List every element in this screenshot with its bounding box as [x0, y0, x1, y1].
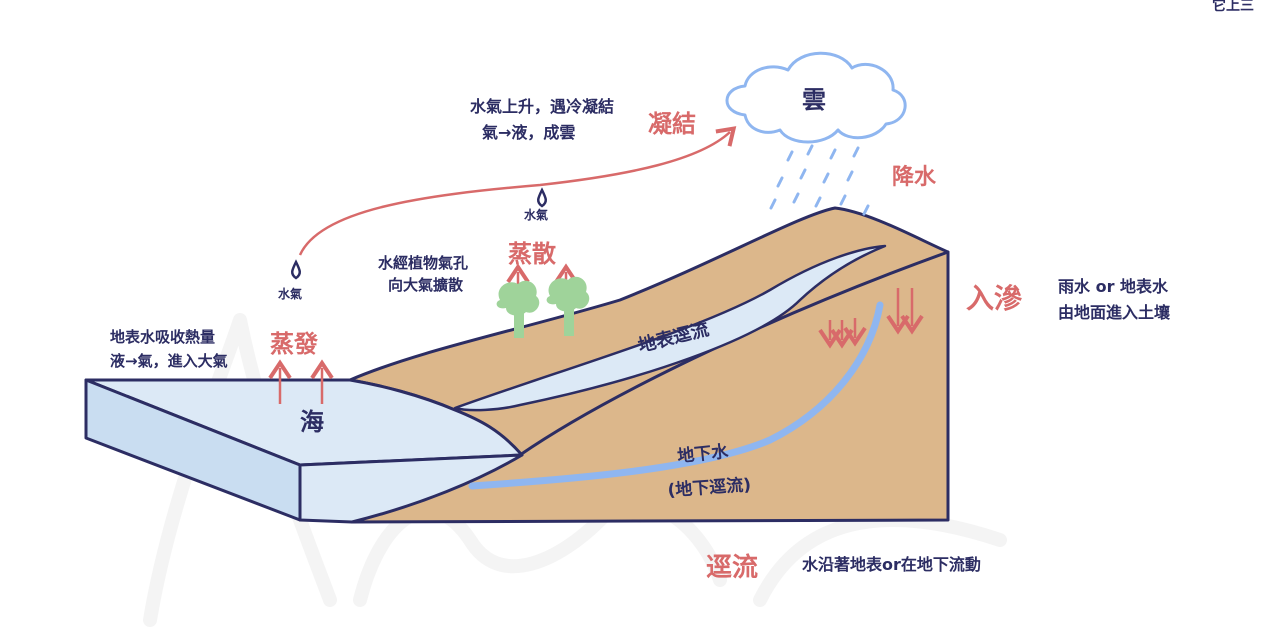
precipitation-title: 降水 — [892, 165, 937, 190]
condensation-title: 凝結 — [648, 110, 696, 138]
transpiration-desc: 水經植物氣孔 — [378, 254, 468, 272]
transpiration-title: 蒸散 — [508, 240, 556, 268]
transpiration-desc: 向大氣擴散 — [388, 276, 464, 294]
sea-side — [298, 453, 524, 524]
vapor-label: 水氣 — [278, 286, 302, 301]
sea-label: 海 — [300, 408, 324, 436]
infiltration-arrows — [818, 288, 924, 349]
tree-icon — [496, 280, 540, 338]
groundwater-line — [468, 301, 884, 490]
infiltration-desc: 由地面進入土壤 — [1058, 303, 1171, 322]
evaporation-desc: 液→氣，進入大氣 — [110, 352, 228, 370]
droplet-icon — [291, 259, 301, 280]
runoff-title: 逕流 — [706, 553, 758, 583]
infiltration-title: 入滲 — [966, 282, 1022, 315]
droplet-icon — [537, 187, 547, 208]
cloud-shape — [725, 51, 907, 144]
condensation-desc: 水氣上升，遇冷凝結 — [470, 97, 614, 116]
top-right-fragment: 它上三 — [1212, 0, 1254, 14]
tree-icon — [546, 276, 590, 336]
land-edge — [518, 250, 950, 457]
rain — [769, 144, 870, 216]
runoff-desc: 水沿著地表or在地下流動 — [802, 555, 981, 574]
cloud-label: 雲 — [802, 86, 826, 114]
evaporation-arrows — [268, 359, 334, 404]
vapor-label: 水氣 — [524, 207, 548, 222]
surface-runoff-stream — [453, 244, 887, 412]
sea-top — [84, 378, 524, 467]
condensation-desc: 氣→液，成雲 — [482, 123, 575, 142]
evaporation-desc: 地表水吸收熱量 — [110, 328, 215, 346]
condensation-arrow — [298, 126, 737, 256]
infiltration-desc: 雨水 or 地表水 — [1058, 277, 1169, 296]
evaporation-title: 蒸發 — [270, 330, 318, 358]
